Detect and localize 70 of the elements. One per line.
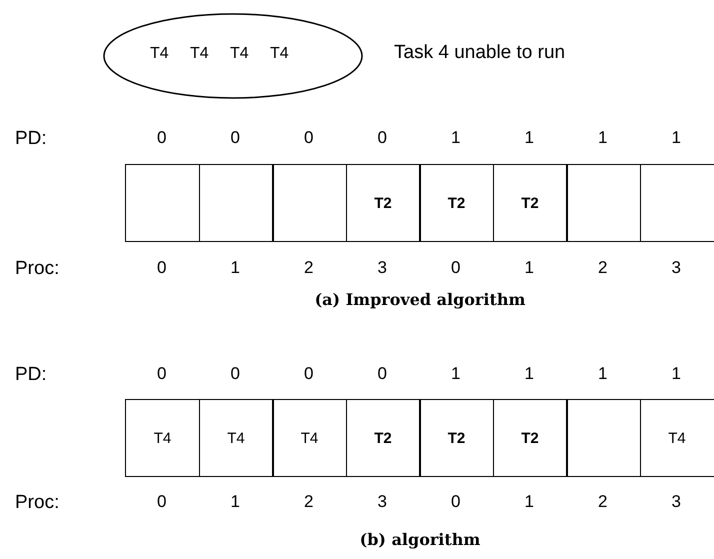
pd-value: 0 <box>157 128 166 148</box>
proc-value: 0 <box>451 258 460 278</box>
proc-value: 0 <box>157 258 166 278</box>
proc-value: 1 <box>524 492 534 512</box>
task-label: T4 <box>300 430 318 446</box>
task-label: T4 <box>150 45 169 63</box>
proc-value: 3 <box>378 258 387 278</box>
schedule-slot <box>272 164 347 242</box>
task-label: T4 <box>154 430 172 446</box>
pd-value: 1 <box>451 364 460 384</box>
pd-value: 0 <box>378 364 387 384</box>
proc-value: 0 <box>157 492 166 512</box>
task-label: T2 <box>374 194 392 212</box>
status-note: Task 4 unable to run <box>394 42 566 64</box>
proc-heading: Proc: <box>15 258 60 280</box>
pd-value: 1 <box>672 128 681 148</box>
proc-value: 0 <box>451 492 460 512</box>
schedule-slot <box>346 164 420 242</box>
pd-value: 0 <box>157 364 166 384</box>
task-label: T4 <box>668 430 686 446</box>
task-label: T2 <box>448 194 466 212</box>
pd-value: 1 <box>598 128 608 148</box>
proc-value: 3 <box>378 492 387 512</box>
caption: (b) algorithm <box>360 530 480 549</box>
pd-value: 1 <box>524 128 534 148</box>
task-label: T2 <box>374 430 392 446</box>
task-label: T2 <box>521 430 539 446</box>
pd-value: 1 <box>524 364 534 384</box>
pd-value: 0 <box>230 364 240 384</box>
task-label: T2 <box>521 194 539 212</box>
schedule-slot <box>198 164 274 242</box>
pd-value: 1 <box>672 364 681 384</box>
pd-heading: PD: <box>15 364 47 386</box>
pd-value: 0 <box>230 128 240 148</box>
pd-heading: PD: <box>15 128 47 150</box>
schedule-slot <box>419 399 494 477</box>
task-label: T2 <box>448 430 466 446</box>
schedule-slot <box>566 399 641 477</box>
task-label: T4 <box>227 430 245 446</box>
proc-value: 2 <box>598 492 608 512</box>
proc-value: 2 <box>598 258 608 278</box>
pd-value: 0 <box>304 128 314 148</box>
schedule-slot <box>566 164 641 242</box>
schedule-slot <box>492 164 568 242</box>
pd-value: 1 <box>598 364 608 384</box>
schedule-slot <box>125 399 200 477</box>
schedule-slot <box>640 399 714 477</box>
proc-value: 1 <box>230 258 240 278</box>
schedule-slot <box>419 164 494 242</box>
pd-value: 0 <box>304 364 314 384</box>
proc-value: 1 <box>230 492 240 512</box>
proc-value: 3 <box>672 258 681 278</box>
proc-value: 3 <box>672 492 681 512</box>
task-label: T4 <box>190 45 209 63</box>
task-label: T4 <box>230 45 249 63</box>
proc-value: 1 <box>524 258 534 278</box>
pd-value: 1 <box>451 128 460 148</box>
schedule-slot <box>125 164 200 242</box>
pd-value: 0 <box>378 128 387 148</box>
task-label: T4 <box>270 45 289 63</box>
schedule-slot <box>640 164 714 242</box>
proc-value: 2 <box>304 258 314 278</box>
schedule-slot <box>272 399 347 477</box>
proc-heading: Proc: <box>15 492 60 514</box>
schedule-slot <box>492 399 568 477</box>
task-queue-ellipse <box>102 12 364 100</box>
schedule-slot <box>346 399 420 477</box>
caption: (a) Improved algorithm <box>314 290 526 309</box>
schedule-slot <box>198 399 274 477</box>
proc-value: 2 <box>304 492 314 512</box>
